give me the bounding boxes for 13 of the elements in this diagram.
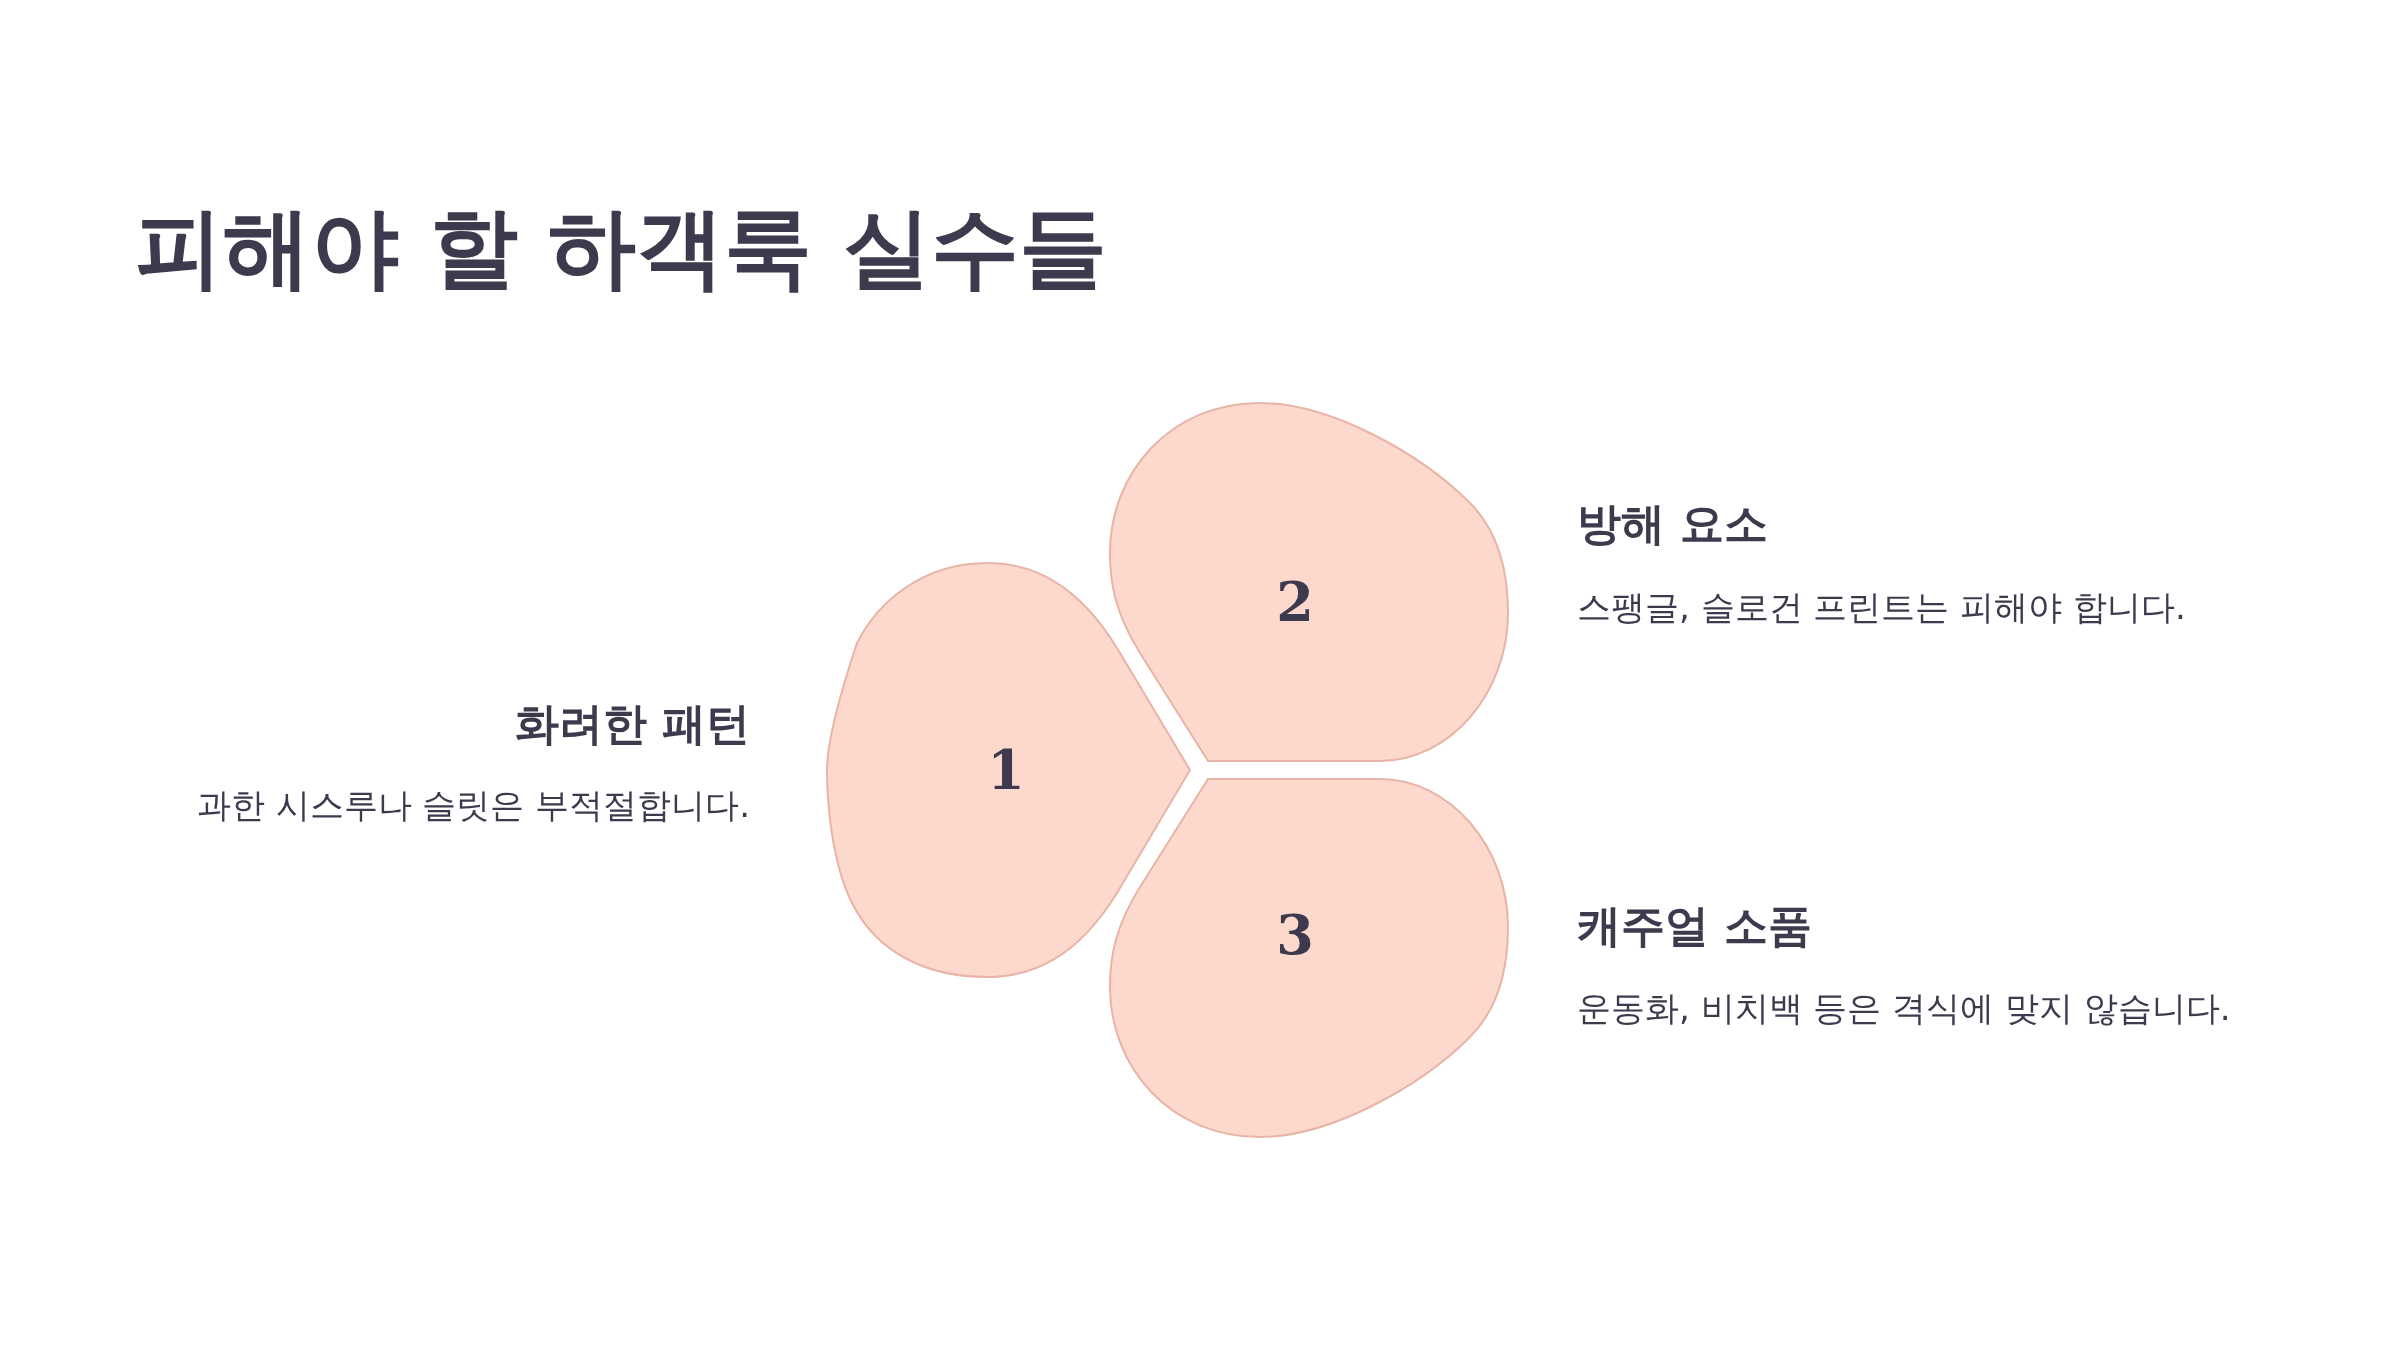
item-description: 스팽글, 슬로건 프린트는 피해야 합니다. (1577, 587, 2186, 628)
petal-shape (827, 563, 1190, 977)
item-description: 운동화, 비치백 등은 격식에 맞지 않습니다. (1577, 988, 2231, 1029)
item-description: 과한 시스루나 슬릿은 부적절합니다. (196, 785, 750, 826)
item-heading: 방해 요소 (1577, 498, 1769, 551)
petal-shape (1110, 779, 1508, 1137)
item-heading: 캐주얼 소품 (1577, 900, 1813, 953)
petal-number: 1 (987, 743, 1025, 797)
petal-shape (1110, 403, 1508, 761)
petal-number: 2 (1276, 575, 1314, 629)
petal-number: 3 (1276, 908, 1314, 962)
title: 피해야 할 하객룩 실수들 (135, 200, 1107, 297)
item-heading: 화려한 패턴 (514, 698, 750, 751)
